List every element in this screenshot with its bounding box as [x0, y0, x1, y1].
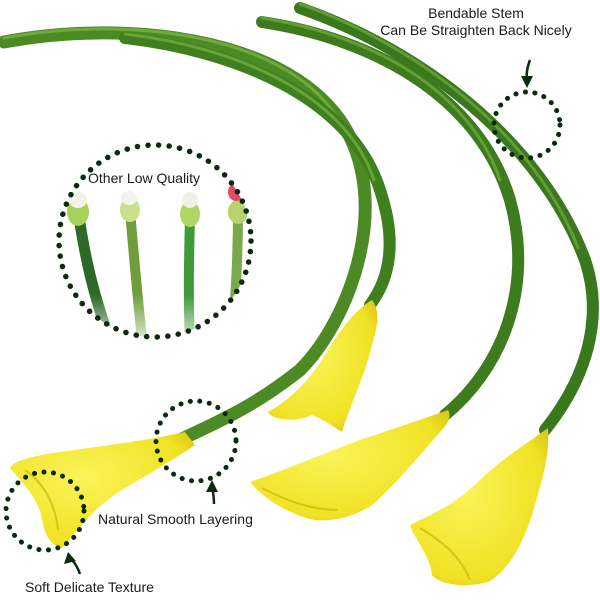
calla-lily-1	[0, 26, 372, 548]
other-low-quality-label: Other Low Quality	[88, 170, 201, 186]
stem-3	[256, 16, 525, 421]
stem-arrow	[521, 59, 533, 88]
bendable-stem-line-1: Bendable Stem	[428, 5, 524, 21]
flower-1	[10, 432, 195, 548]
flower-2	[268, 300, 378, 432]
calla-lily-3	[250, 16, 525, 521]
texture-arrow	[64, 552, 82, 575]
stem-1	[0, 26, 372, 447]
stem-callout-circle	[491, 89, 563, 161]
calla-lily-4	[294, 2, 599, 586]
texture-callout-circle	[3, 469, 87, 553]
bendable-stem-label: Bendable Stem Can Be Straighten Back Nic…	[356, 5, 596, 39]
bendable-stem-line-2: Can Be Straighten Back Nicely	[380, 22, 572, 38]
calla-lily-2	[119, 32, 396, 432]
layering-callout-circle	[153, 398, 239, 484]
layering-arrow	[206, 480, 218, 505]
flower-4	[410, 428, 549, 586]
flower-3	[250, 410, 450, 521]
natural-smooth-layering-label: Natural Smooth Layering	[96, 511, 255, 528]
inset-dotted-ring	[56, 142, 254, 340]
soft-delicate-texture-label: Soft Delicate Texture	[25, 579, 154, 595]
